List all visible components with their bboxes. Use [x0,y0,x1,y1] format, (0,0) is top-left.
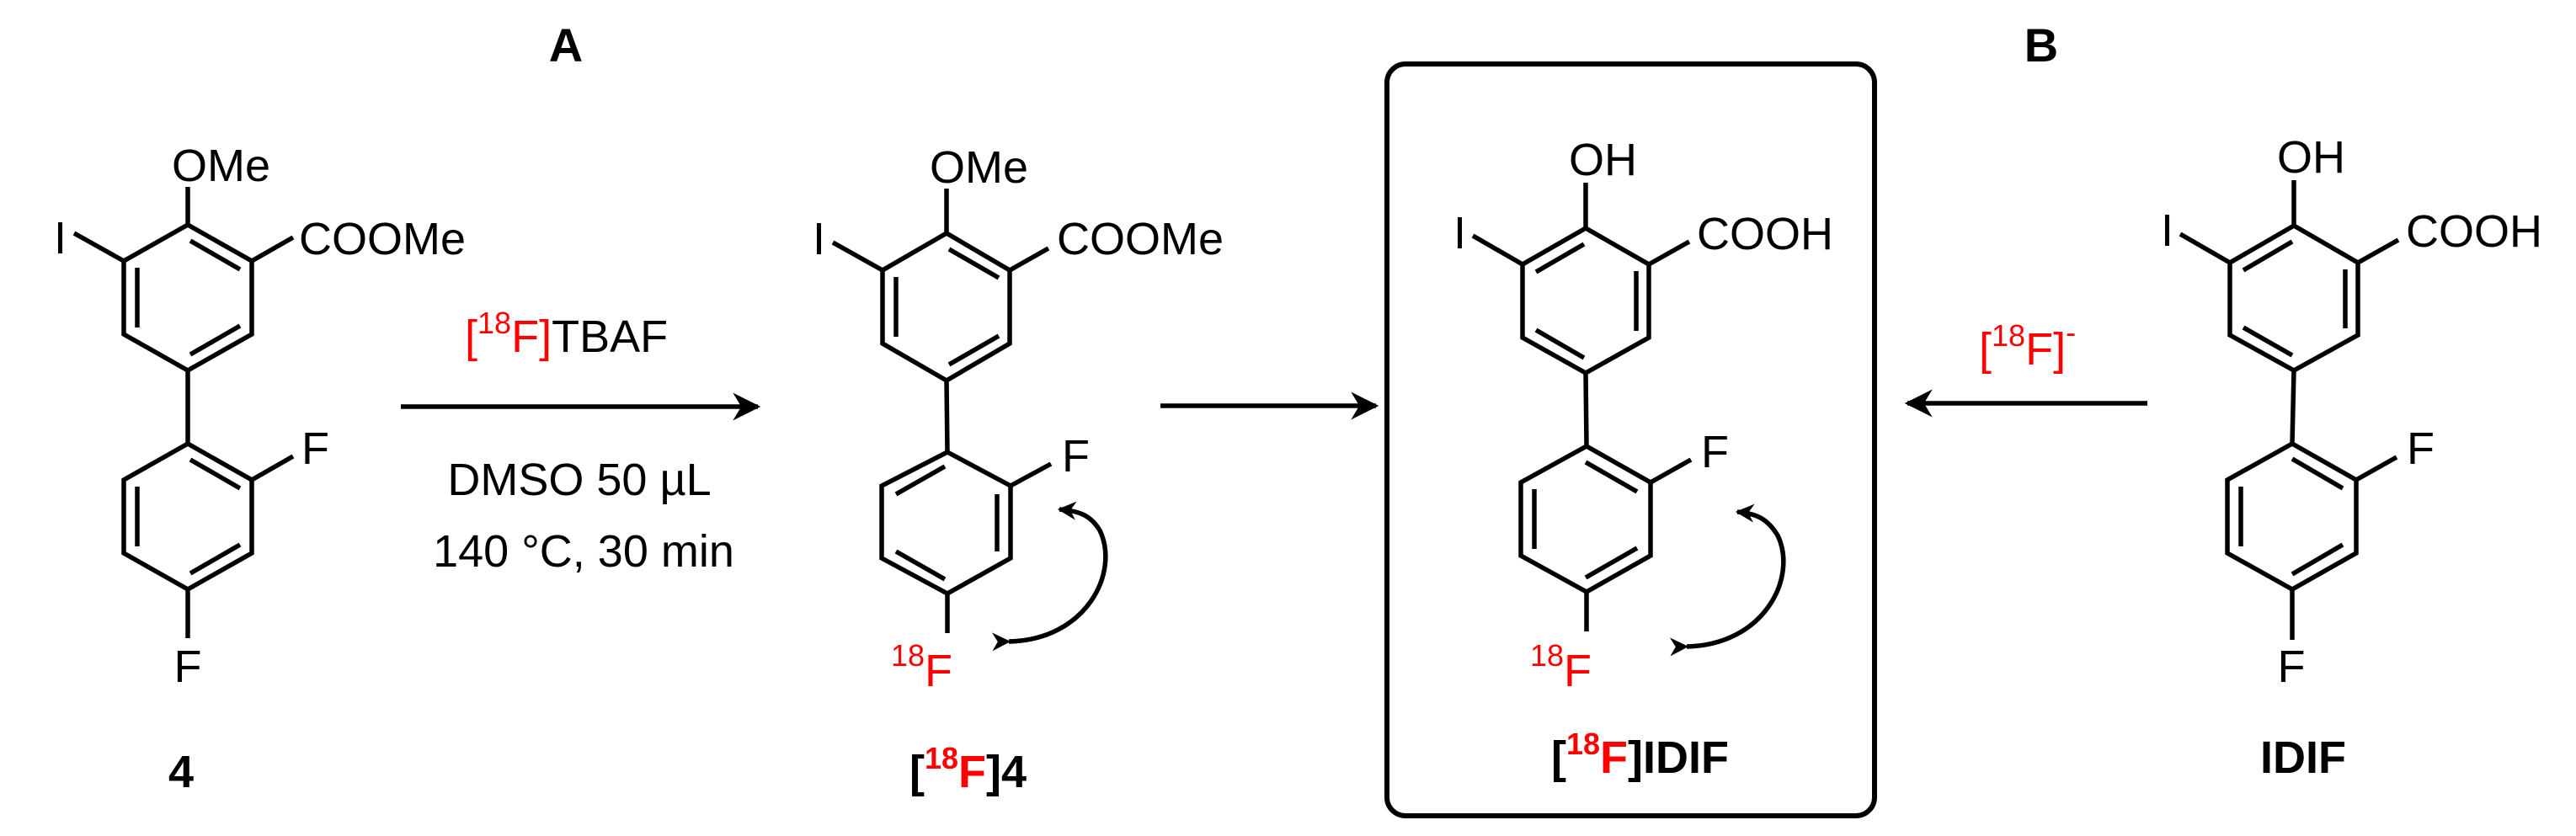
fluorine-exchange-curved-arrow [991,501,1108,652]
reagent-18f-fluoride: [18F]- [1979,315,2076,375]
section-label-a: A [549,19,583,72]
section-label-b: B [2024,19,2058,72]
substituent-para-fluorine: F [174,642,202,692]
substituent-coome: COOMe [1057,214,1224,264]
compound-label-18f-idif: [18F]IDIF [1551,727,1729,783]
substituent-ortho-fluorine: F [1701,427,1729,477]
reagent-18f-tbaf: [18F]TBAF [465,306,668,362]
condition-solvent: DMSO 50 µL [447,455,711,505]
compound-label-18f-4: [18F]4 [909,741,1027,797]
compound-idif: OH I COOH F F IDIF [2161,132,2542,783]
substituent-hydroxyl: OH [1569,135,1637,185]
substituent-iodine: I [54,213,67,264]
reaction-arrow-b: [18F]- [1904,315,2147,418]
substituent-carboxylic-acid: COOH [1697,209,1833,259]
substituent-carboxylic-acid: COOH [2406,206,2542,257]
substituent-ortho-fluorine: F [1062,431,1090,482]
compound-label-4: 4 [168,747,194,797]
compound-4: OMe I COOMe F F 4 [54,141,466,797]
substituent-hydroxyl: OH [2277,132,2345,183]
substituent-iodine: I [2161,205,2173,256]
condition-temperature-time: 140 °C, 30 min [433,526,734,577]
substituent-ortho-fluorine: F [2407,423,2435,474]
substituent-iodine: I [1453,208,1466,258]
substituent-18f: 18F [891,638,952,696]
substituent-para-fluorine: F [2278,642,2306,692]
compound-18f-idif: OH I COOH F 18F [18F]IDIF [1453,135,1833,783]
reaction-arrow-a: [18F]TBAF DMSO 50 µL 140 °C, 30 min [401,306,761,577]
substituent-ome: OMe [930,142,1028,193]
substituent-ome: OMe [172,141,270,191]
product-highlight-box [1384,61,1877,818]
compound-18f-4: OMe I COOMe F 18F [18F]4 [813,142,1224,797]
substituent-iodine: I [813,214,825,264]
substituent-coome: COOMe [299,214,466,264]
compound-label-idif: IDIF [2260,732,2346,783]
substituent-ortho-fluorine: F [301,423,329,474]
substituent-18f: 18F [1530,638,1592,696]
fluorine-exchange-curved-arrow [1669,503,1786,657]
